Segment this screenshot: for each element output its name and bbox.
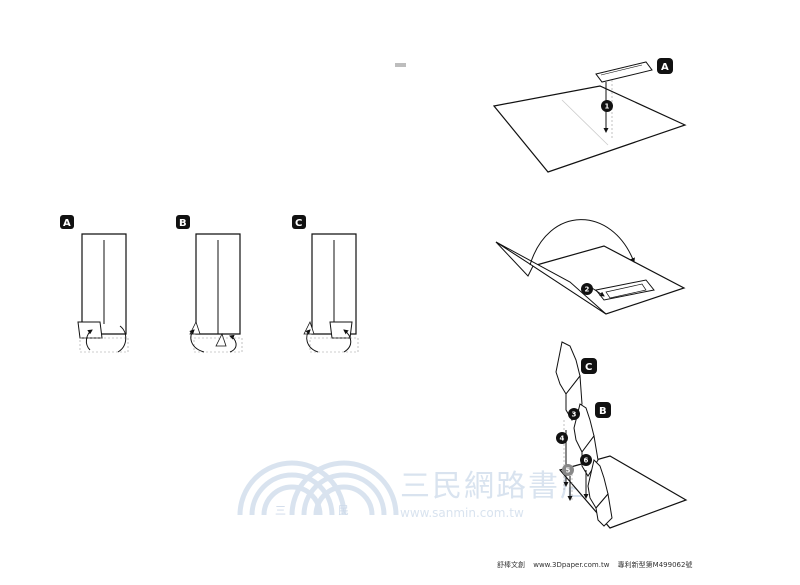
watermark-logo-right: 民 [338, 504, 349, 517]
step-5-marker [562, 464, 574, 476]
step-1-number: 1 [605, 103, 610, 111]
panel-a-flap [77, 321, 103, 339]
panel-b-label: B [179, 218, 187, 229]
step-2-number: 2 [585, 286, 590, 294]
watermark-chinese: 三民網路書店 [400, 469, 592, 504]
figure-a-legs [595, 492, 613, 527]
panel-c-arrow-right [343, 329, 352, 353]
panel-a-arrow-right [117, 325, 127, 353]
step-4-number: 4 [560, 435, 565, 443]
panel-c: C [292, 215, 359, 353]
step-2-fold [495, 241, 607, 315]
panel-a: A [60, 215, 129, 353]
step-1-marker [601, 100, 613, 112]
watermark-logo-left: 三 [275, 504, 286, 517]
panel-b-badge [176, 215, 190, 229]
panel-a-label: A [63, 218, 71, 229]
panel-b: B [176, 215, 243, 353]
step-1-piece-slot [600, 64, 643, 76]
panel-c-guide [309, 337, 359, 353]
panel-b-tab-right [215, 332, 227, 347]
footer-website: www.3Dpaper.com.tw [533, 561, 610, 569]
step-4-marker [556, 432, 568, 444]
panel-b-arrow-left [189, 329, 205, 353]
step-5-number: 5 [566, 467, 571, 475]
step-2-piece-slot [605, 283, 647, 299]
footer-patent: 專利新型第M499062號 [617, 561, 693, 569]
step-1-badge [657, 58, 673, 74]
step-1-piece [595, 61, 653, 83]
step-2-marker [581, 283, 593, 295]
footer-brand: 舒棒文創 [497, 561, 525, 569]
panel-c-arrow-left [305, 329, 319, 353]
step-1-diagram: 1 A [492, 58, 687, 173]
step-3-badge-c [581, 358, 597, 374]
step-3-label-b: B [599, 406, 607, 417]
panel-c-badge [292, 215, 306, 229]
step-3-marker [568, 408, 580, 420]
panel-a-arrow [85, 329, 93, 351]
watermark-logo [237, 460, 399, 516]
step-3-badge-b [595, 402, 611, 418]
step-2-piece [595, 279, 655, 301]
step-6-marker [580, 454, 592, 466]
step-1-label: A [661, 62, 669, 73]
panel-c-label: C [295, 218, 302, 229]
step-3-label-c: C [585, 362, 592, 373]
watermark: 三 民 三民網路書店 www.sanmin.com.tw [237, 460, 592, 520]
panel-a-badge [60, 215, 74, 229]
panel-b-arrow-right [229, 334, 237, 353]
panel-b-guide [193, 337, 243, 353]
panel-a-guide [79, 337, 129, 353]
step-2-diagram: 2 [495, 219, 686, 315]
step-2-arrow [591, 287, 605, 297]
watermark-url: www.sanmin.com.tw [400, 506, 524, 520]
step-3-base [558, 455, 688, 529]
step-3-number: 3 [572, 411, 577, 419]
step-2-arc-arrow [529, 219, 635, 266]
step-1-sheet [492, 85, 687, 173]
step-1-fold-line [561, 99, 609, 146]
footer: 舒棒文創 www.3Dpaper.com.tw 專利新型第M499062號 [497, 560, 698, 570]
spine-mark [395, 63, 406, 67]
step-6-number: 6 [584, 457, 589, 465]
step-3-diagram: 3 4 5 6 C B [555, 341, 688, 529]
